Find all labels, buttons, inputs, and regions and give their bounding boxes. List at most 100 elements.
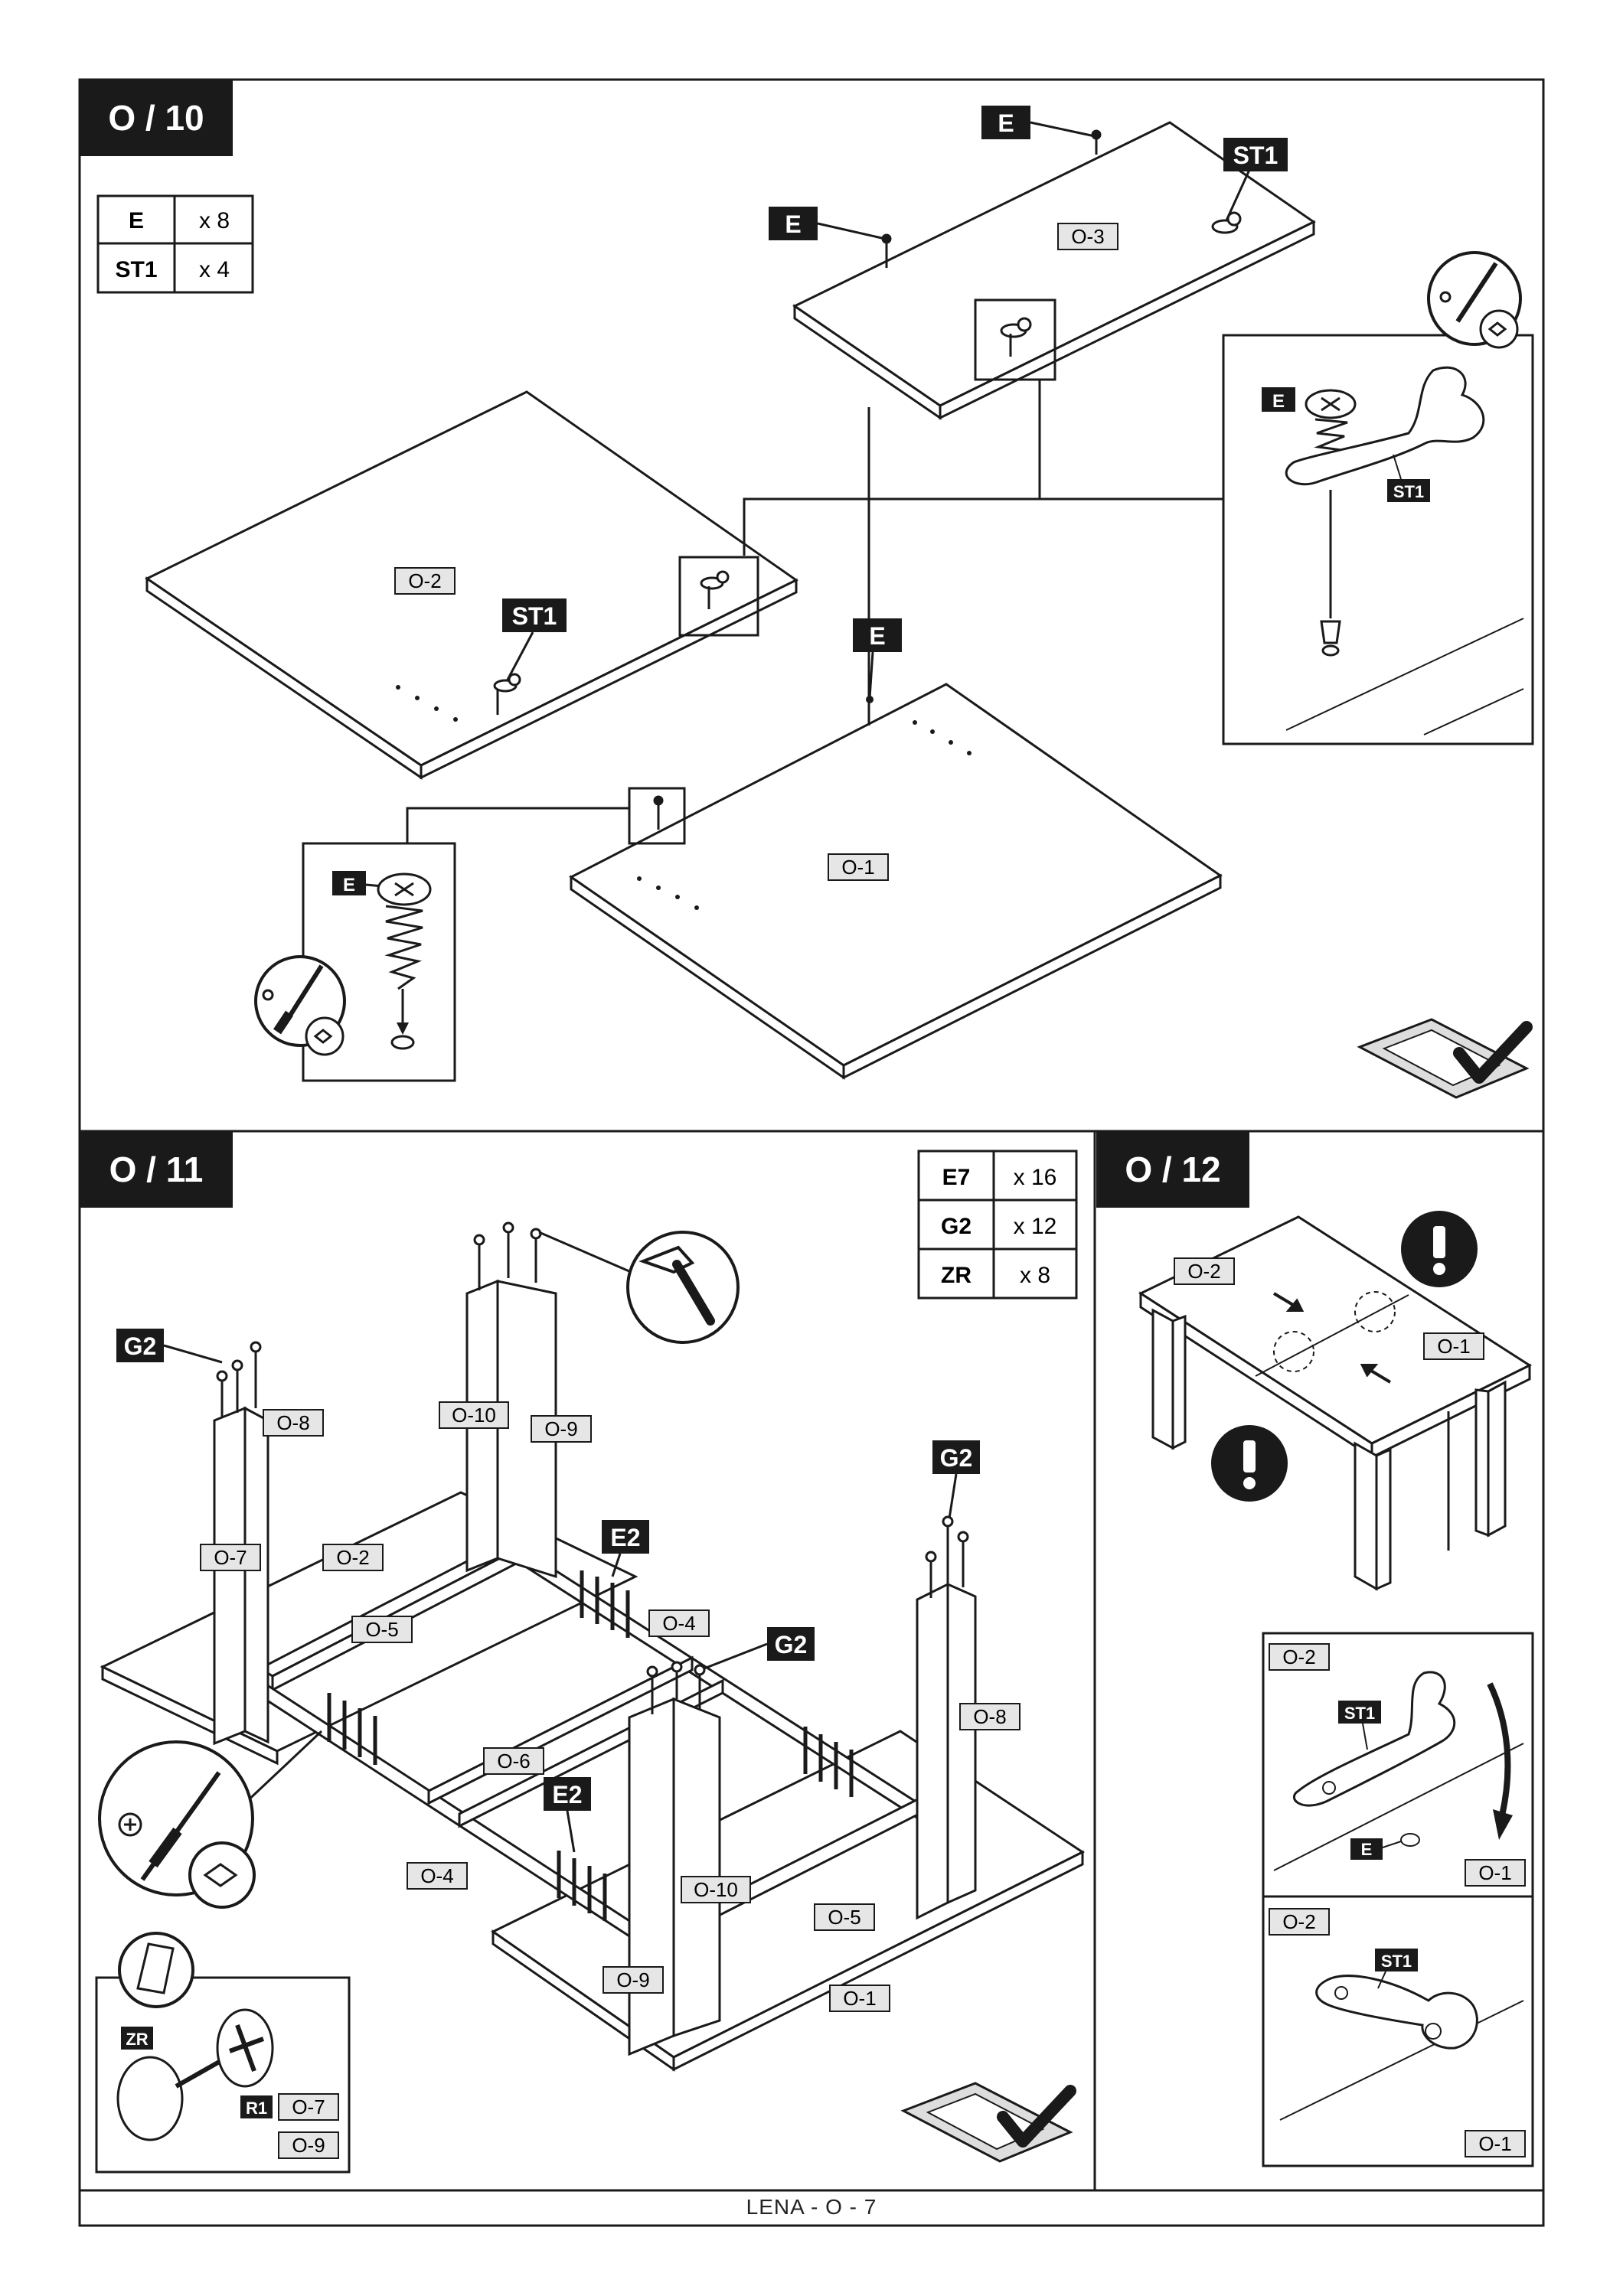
pins-g2 bbox=[216, 1221, 969, 1714]
push-arrows bbox=[1272, 1292, 1392, 1384]
label-o3: O-3 bbox=[1071, 225, 1104, 248]
tag-zr: ZR bbox=[126, 2030, 148, 2049]
check-mark-icon bbox=[1357, 1018, 1533, 1099]
detail-st1-fitting: E ST1 bbox=[1222, 251, 1534, 745]
tag-g2-b-text: G2 bbox=[940, 1444, 973, 1472]
label-o2-d: O-2 bbox=[1282, 1645, 1315, 1668]
label-o7-a: O-7 bbox=[214, 1546, 247, 1569]
label-o8-a: O-8 bbox=[276, 1411, 309, 1434]
tag-st1-2-text: ST1 bbox=[512, 602, 557, 630]
panel-step-11: O / 11 E7 x 16 G2 x 12 ZR x 8 bbox=[80, 1131, 1085, 2174]
tag-st1-2: ST1 bbox=[493, 598, 567, 715]
panel-board-o1 bbox=[569, 683, 1223, 1080]
label-o9-c: O-9 bbox=[292, 2134, 325, 2157]
screwdriver-icon bbox=[254, 955, 346, 1056]
check-mark-icon bbox=[900, 2082, 1076, 2163]
step-number-10: O / 10 bbox=[108, 98, 204, 138]
tag-e-1: E bbox=[981, 106, 1096, 139]
parts-table-11: E7 x 16 G2 x 12 ZR x 8 bbox=[917, 1150, 1078, 1300]
label-o2-e: O-2 bbox=[1282, 1910, 1315, 1933]
tag-e2-b: E2 bbox=[544, 1777, 591, 1853]
warning-icon bbox=[1211, 1425, 1288, 1502]
label-o9-b: O-9 bbox=[616, 1968, 649, 1991]
contact-points bbox=[1273, 1291, 1396, 1372]
label-o4-b: O-4 bbox=[420, 1864, 453, 1887]
tag-e2-a: E2 bbox=[602, 1520, 649, 1577]
fitting-st1-o3 bbox=[1211, 211, 1242, 234]
screwdriver-icon bbox=[98, 1730, 323, 1909]
tag-g2-a: G2 bbox=[116, 1329, 223, 1364]
label-o2-b: O-2 bbox=[336, 1546, 369, 1569]
parts-table-11-part-0: E7 bbox=[942, 1165, 971, 1190]
label-o10-b: O-10 bbox=[694, 1878, 738, 1901]
label-o9-a: O-9 bbox=[544, 1417, 577, 1440]
page-footer: LENA - O - 7 bbox=[746, 2195, 877, 2219]
step-number-12: O / 12 bbox=[1125, 1150, 1220, 1189]
label-o1-d: O-1 bbox=[1478, 1861, 1511, 1884]
label-o1-top: O-1 bbox=[841, 856, 874, 879]
parts-table-10-qty-1: x 4 bbox=[199, 257, 230, 282]
tag-e2-a-text: E2 bbox=[610, 1524, 640, 1551]
parts-table-10-part-1: ST1 bbox=[115, 257, 157, 282]
label-o1-b: O-1 bbox=[843, 1987, 876, 2010]
parts-table-11-qty-0: x 16 bbox=[1014, 1165, 1057, 1190]
detail-fitting-rotate: O-2 O-1 ST1 E bbox=[1262, 1632, 1534, 1898]
label-o5-b: O-5 bbox=[828, 1906, 860, 1929]
tag-e-2: E bbox=[769, 207, 886, 240]
detail-e-tag: E bbox=[343, 875, 355, 895]
drill-holes bbox=[396, 685, 972, 910]
tag-g2-c-text: G2 bbox=[775, 1631, 808, 1658]
label-o5-a: O-5 bbox=[365, 1618, 398, 1641]
panel-board-o2 bbox=[145, 390, 798, 780]
tag-e-1-text: E bbox=[998, 109, 1014, 137]
detail-st1-tag-2: ST1 bbox=[1344, 1704, 1375, 1723]
tag-st1-1-text: ST1 bbox=[1233, 142, 1278, 169]
label-o4-a: O-4 bbox=[662, 1612, 695, 1635]
tag-e2-b-text: E2 bbox=[552, 1781, 582, 1808]
parts-table-11-part-2: ZR bbox=[941, 1263, 972, 1288]
parts-table-10: E x 8 ST1 x 4 bbox=[96, 194, 254, 294]
tag-e-3-text: E bbox=[869, 622, 885, 650]
panel-step-12: O / 12 O-2 O-1 bbox=[1096, 1131, 1534, 2167]
parts-table-10-qty-0: x 8 bbox=[199, 208, 230, 233]
label-o2-top: O-2 bbox=[408, 569, 441, 592]
label-o2-c: O-2 bbox=[1187, 1260, 1220, 1283]
detail-e-tag-2: E bbox=[1361, 1840, 1373, 1859]
zoom-box-o1 bbox=[628, 787, 686, 845]
warning-icon bbox=[1401, 1211, 1478, 1287]
tag-g2-b: G2 bbox=[932, 1440, 980, 1519]
detail-st1-e-tag: E bbox=[1272, 391, 1285, 412]
screws-e2 bbox=[327, 1570, 854, 1921]
detail-zr-glide: ZR R1 O-7 O-9 bbox=[95, 1932, 351, 2174]
step-number-11: O / 11 bbox=[109, 1150, 204, 1189]
panel-step-10: O / 10 E x 8 ST1 x 4 O-3 O-2 bbox=[80, 80, 1534, 1099]
tag-e-2-text: E bbox=[785, 210, 801, 238]
tag-e-3: E bbox=[853, 618, 902, 703]
label-o1-c: O-1 bbox=[1437, 1335, 1470, 1358]
panel-board-o3 bbox=[792, 121, 1316, 420]
label-o6: O-6 bbox=[497, 1750, 530, 1773]
tag-g2-c: G2 bbox=[704, 1627, 815, 1670]
screws-o3 bbox=[867, 129, 1102, 726]
label-o7-b: O-7 bbox=[292, 2095, 325, 2118]
detail-fitting-locked: O-2 O-1 ST1 bbox=[1262, 1895, 1534, 2167]
label-o10-a: O-10 bbox=[452, 1404, 496, 1427]
label-o1-e: O-1 bbox=[1478, 2132, 1511, 2155]
part-labels-11 bbox=[200, 1401, 1020, 2012]
hammer-icon bbox=[538, 1231, 740, 1344]
tag-st1-1: ST1 bbox=[1223, 138, 1288, 221]
glove-icon bbox=[136, 1942, 175, 1994]
assembled-table bbox=[1138, 1215, 1533, 1591]
legs bbox=[213, 1279, 977, 2056]
label-o8-b: O-8 bbox=[973, 1705, 1006, 1728]
zoom-box-o3 bbox=[974, 298, 1056, 381]
parts-table-10-part-0: E bbox=[129, 208, 144, 233]
parts-table-11-qty-1: x 12 bbox=[1014, 1214, 1057, 1239]
tag-g2-a-text: G2 bbox=[124, 1332, 157, 1360]
parts-table-11-part-1: G2 bbox=[941, 1214, 972, 1239]
parts-table-11-qty-2: x 8 bbox=[1020, 1263, 1050, 1288]
zoom-box-o2 bbox=[678, 556, 759, 637]
detail-st1-tag-3: ST1 bbox=[1381, 1952, 1412, 1971]
detail-st1-tag: ST1 bbox=[1393, 482, 1424, 501]
